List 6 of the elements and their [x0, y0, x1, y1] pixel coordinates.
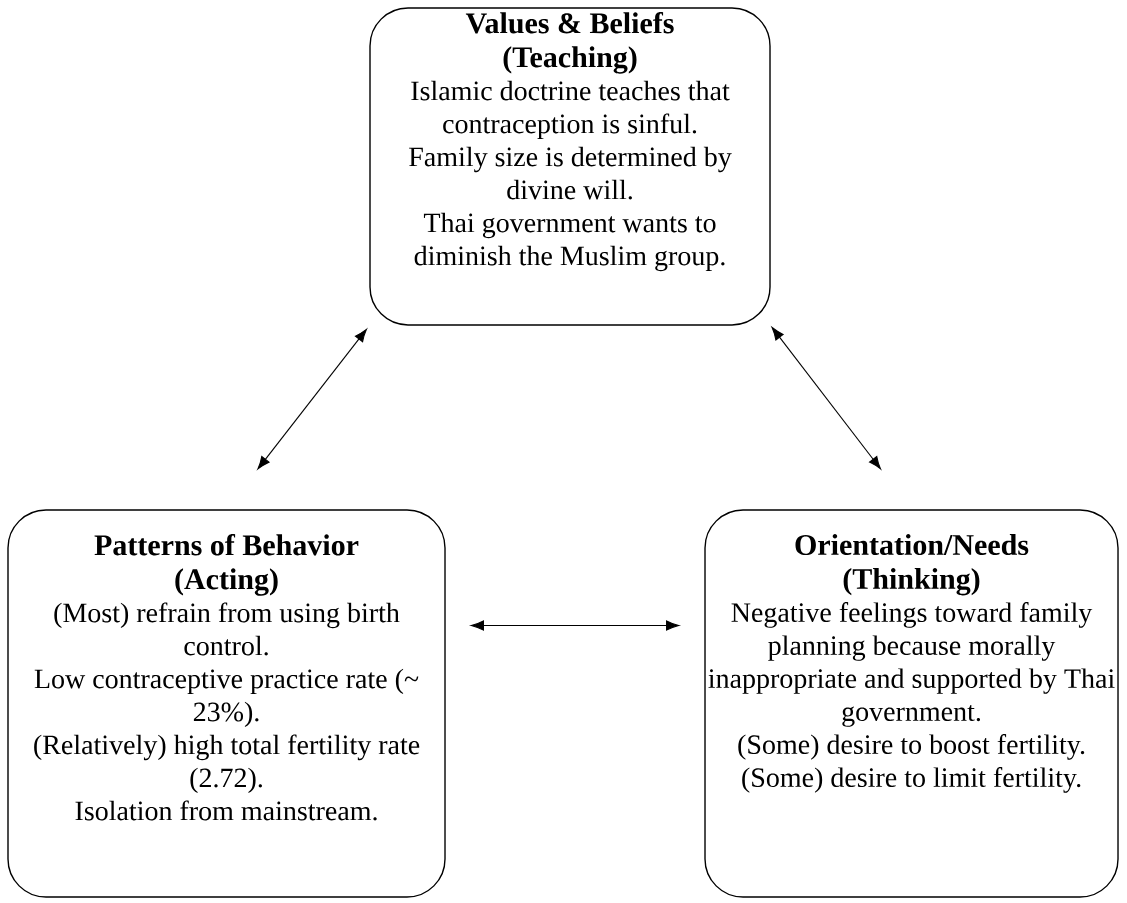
- rounded-box: Patterns of Behavior (Acting) (Most) refrain from using birth control. Low contraceptive practice rate (~ 23%). (Relatively) high total fertility rate (2.72). Isolation from mainstream.: [7, 509, 446, 898]
- arrow: [470, 620, 680, 631]
- arrow: [257, 328, 367, 470]
- rounded-box: Orientation/Needs (Thinking) Negative feelings toward family planning because morally inappropriate and supported by Thai government. (Some) desire to boost fertility. (Some) desire to limit fertility.: [704, 509, 1119, 898]
- rounded-box: Values & Beliefs (Teaching) Islamic doctrine teaches that contraception is sinful. Family size is determined by divine will. Thai government wants to diminish the Muslim group.: [369, 7, 771, 326]
- arrow: [771, 326, 882, 470]
